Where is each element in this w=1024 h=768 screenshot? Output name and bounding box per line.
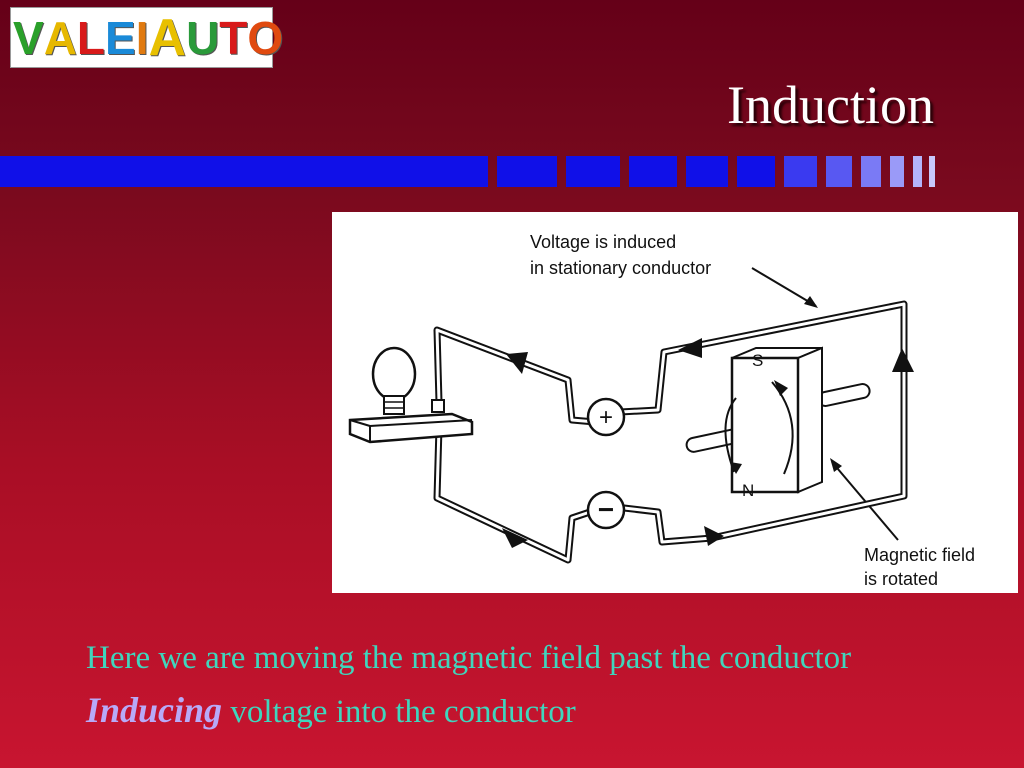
bar-segment — [784, 156, 817, 187]
label-field-line1: Magnetic field — [864, 545, 975, 565]
logo-letter: L — [76, 11, 106, 64]
logo-letter: U — [186, 11, 220, 64]
bar-segment — [686, 156, 728, 187]
rotating-magnet: S N — [685, 346, 871, 500]
bar-segment — [890, 156, 904, 187]
bar-segment — [629, 156, 677, 187]
current-arrow-icon — [678, 338, 702, 358]
label-field-line2: is rotated — [864, 569, 938, 589]
positive-terminal: + — [586, 397, 626, 437]
pole-south-label: S — [752, 351, 763, 370]
slide-title: Induction — [727, 75, 934, 135]
slide-caption: Here we are moving the magnetic field pa… — [86, 632, 1016, 738]
bar-segment — [929, 156, 935, 187]
label-voltage-line1: Voltage is induced — [530, 232, 676, 252]
bar-segment — [566, 156, 620, 187]
current-arrow-icon — [704, 526, 724, 546]
negative-terminal: − — [586, 490, 626, 530]
bar-segment — [497, 156, 557, 187]
logo-letter: O — [247, 11, 284, 64]
current-arrow-icon — [892, 348, 914, 372]
logo-letter: A — [43, 11, 77, 64]
pole-north-label: N — [742, 481, 754, 500]
current-arrow-icon — [502, 528, 528, 548]
caption-line-2-text: voltage into the conductor — [222, 694, 576, 730]
minus-sign: − — [598, 494, 614, 525]
induction-diagram: Voltage is induced in stationary conduct… — [332, 212, 1018, 593]
circuit-wire — [433, 300, 908, 564]
caption-line-2: Inducing voltage into the conductor — [86, 684, 1016, 738]
label-voltage-line2: in stationary conductor — [530, 258, 711, 278]
logo-letter: T — [219, 11, 248, 64]
plus-sign: + — [599, 404, 613, 431]
bar-segment — [861, 156, 881, 187]
light-bulb-icon — [348, 346, 474, 444]
caption-emphasis: Inducing — [86, 690, 223, 730]
logo-letter: I — [135, 11, 149, 64]
bar-segment — [826, 156, 852, 187]
logo-letter: E — [105, 11, 136, 64]
bar-segment — [0, 156, 488, 187]
logo-letter: A — [148, 8, 187, 67]
valeauto-logo: V A L E I A U T O — [10, 7, 283, 68]
bar-segment — [913, 156, 922, 187]
current-arrow-icon — [506, 352, 528, 374]
caption-line-1: Here we are moving the magnetic field pa… — [86, 640, 852, 676]
pointer-arrow-voltage — [751, 267, 818, 308]
induction-diagram-svg: Voltage is induced in stationary conduct… — [348, 232, 975, 589]
bar-segment — [737, 156, 775, 187]
logo-letter: V — [13, 11, 44, 64]
